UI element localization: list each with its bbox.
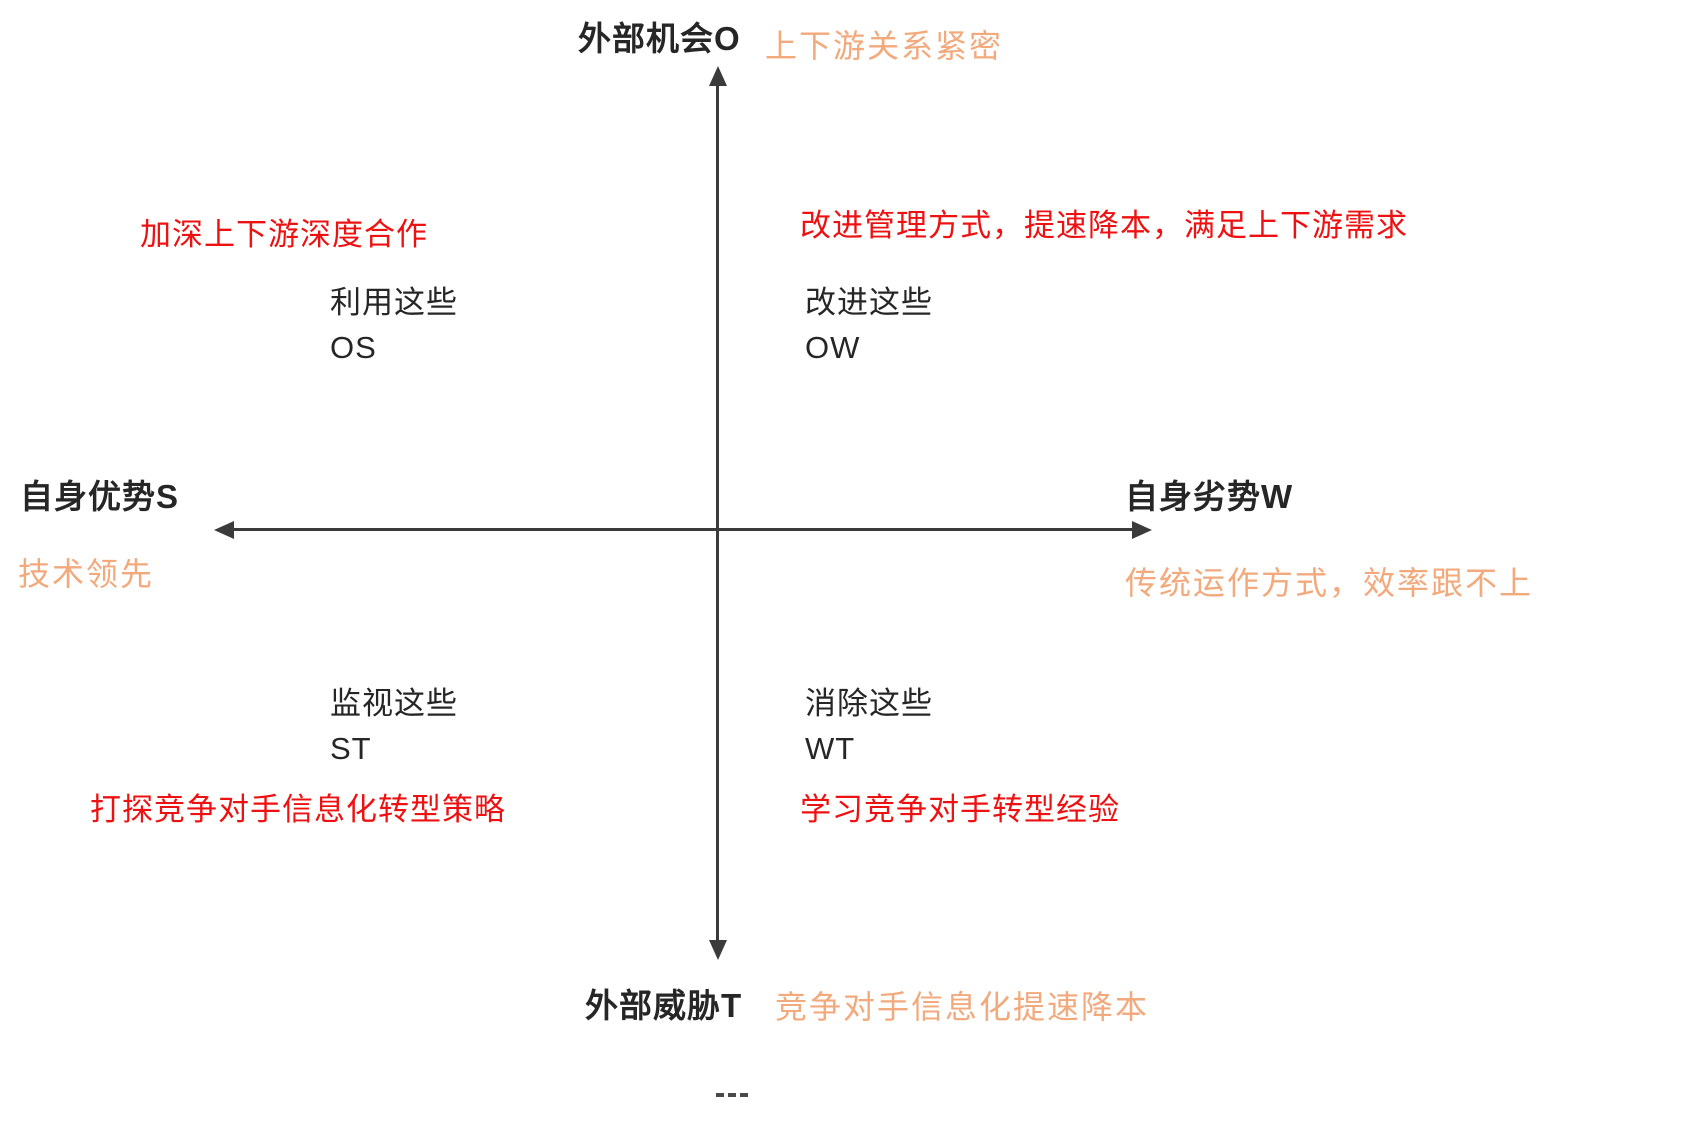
axis-label-strengths: 自身优势S	[20, 478, 180, 515]
arrow-left-icon	[214, 520, 234, 539]
os-quadrant-label: 利用这些 OS	[330, 280, 458, 370]
axis-label-weaknesses: 自身劣势W	[1125, 478, 1294, 515]
wt-code-text: WT	[805, 731, 856, 766]
ow-quadrant-label: 改进这些 OW	[805, 280, 933, 370]
spellcheck-dashed-underline	[716, 1093, 748, 1097]
axis-label-opportunities: 外部机会O	[578, 20, 741, 57]
st-action-text: 监视这些	[330, 686, 458, 721]
axis-label-threats: 外部威胁T	[585, 987, 743, 1024]
arrow-down-icon	[709, 940, 727, 960]
axis-note-opportunities: 上下游关系紧密	[765, 28, 1004, 64]
os-code-text: OS	[330, 330, 377, 365]
wt-quadrant-label: 消除这些 WT	[805, 681, 933, 771]
horizontal-axis-line	[232, 528, 1134, 531]
os-action-text: 利用这些	[330, 285, 458, 320]
st-code-text: ST	[330, 731, 372, 766]
ow-code-text: OW	[805, 330, 861, 365]
arrow-up-icon	[709, 66, 727, 86]
st-quadrant-label: 监视这些 ST	[330, 681, 458, 771]
st-strategy-text: 打探竞争对手信息化转型策略	[90, 792, 506, 827]
arrow-right-icon	[1132, 520, 1152, 539]
axis-note-weaknesses: 传统运作方式，效率跟不上	[1125, 565, 1534, 601]
axis-note-threats: 竞争对手信息化提速降本	[775, 989, 1150, 1025]
vertical-axis-line	[716, 84, 719, 946]
wt-strategy-text: 学习竞争对手转型经验	[800, 792, 1120, 827]
ow-action-text: 改进这些	[805, 285, 933, 320]
os-strategy-text: 加深上下游深度合作	[140, 217, 428, 252]
axis-note-strengths: 技术领先	[18, 556, 155, 592]
wt-action-text: 消除这些	[805, 686, 933, 721]
ow-strategy-text: 改进管理方式，提速降本，满足上下游需求	[800, 208, 1408, 243]
